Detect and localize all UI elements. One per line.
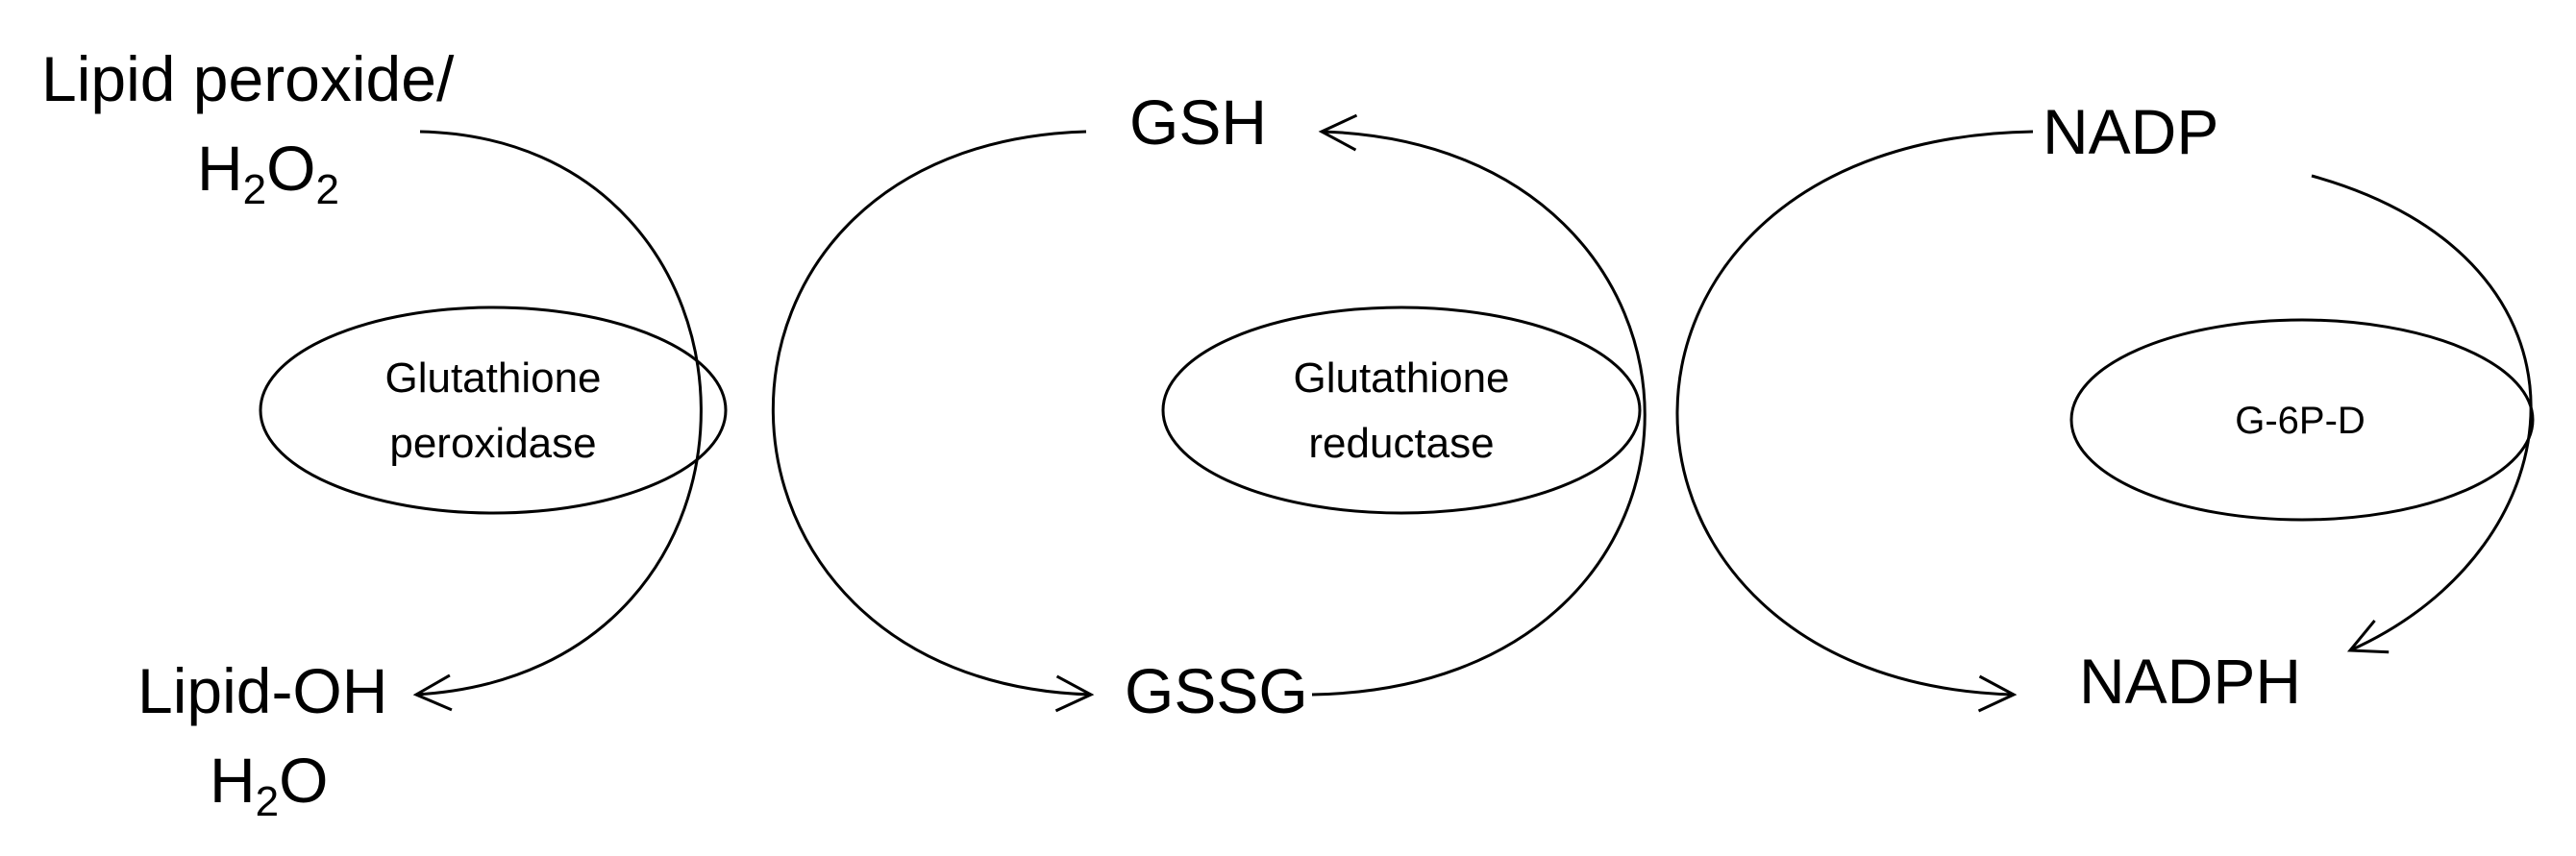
arrow-nadp-to-nadph	[2311, 174, 2533, 654]
arrow-gsh-to-gssg	[771, 130, 1095, 713]
label-h2o2: H2O2	[197, 133, 339, 213]
arrow-gssg-to-gsh	[1311, 113, 1647, 697]
label-lipid-oh: Lipid-OH	[137, 655, 387, 726]
label-nadph: NADPH	[2079, 646, 2301, 717]
arrow-lipid-peroxide-to-lipid-oh	[412, 130, 703, 712]
label-glutathione-reductase-line1: Glutathione	[1293, 355, 1509, 402]
enzyme-ellipse-glutathione-reductase	[1161, 306, 1642, 515]
label-gsh: GSH	[1129, 86, 1267, 158]
label-glutathione-peroxidase-line1: Glutathione	[384, 355, 601, 402]
label-gssg: GSSG	[1125, 655, 1308, 726]
label-h2o: H2O	[210, 745, 329, 825]
label-glutathione-reductase-line2: reductase	[1308, 420, 1494, 467]
enzyme-ellipse-g6pd	[2069, 318, 2535, 522]
label-nadp: NADP	[2043, 96, 2218, 167]
arrow-nadph-to-nadp	[1675, 130, 2034, 713]
label-glutathione-peroxidase-line2: peroxidase	[389, 420, 596, 467]
label-g6pd: G-6P-D	[2235, 400, 2365, 442]
label-lipid-peroxide: Lipid peroxide/	[41, 43, 455, 114]
enzyme-ellipse-glutathione-peroxidase	[259, 306, 728, 515]
